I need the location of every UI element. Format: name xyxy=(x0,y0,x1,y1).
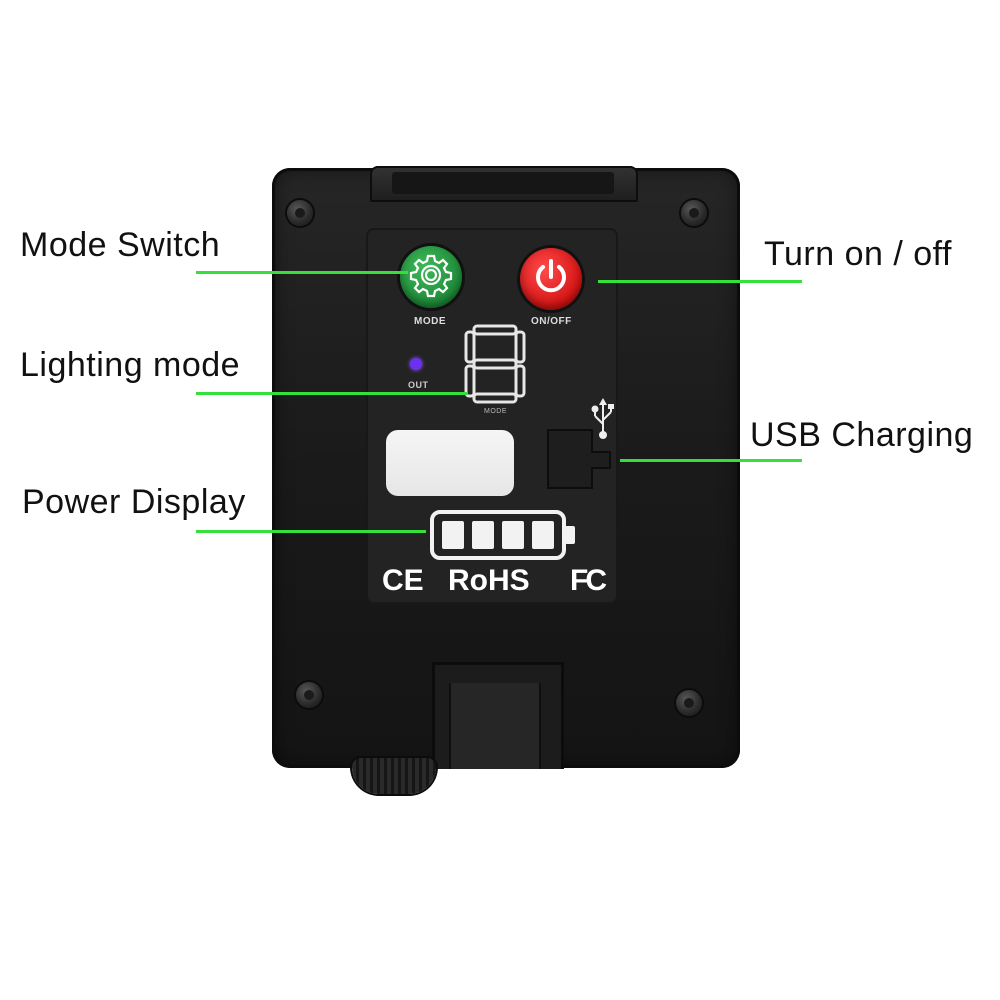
certification-marks: CE RoHS FC xyxy=(382,562,612,602)
out-indicator-led xyxy=(410,358,422,370)
battery-bar xyxy=(502,521,524,549)
digit-label: MODE xyxy=(484,408,507,415)
leader-line-power-display xyxy=(196,530,426,533)
power-button-label: ON/OFF xyxy=(531,316,572,327)
bottom-mount-slot xyxy=(432,662,564,769)
out-label: OUT xyxy=(408,380,429,390)
callout-lighting-mode: Lighting mode xyxy=(20,346,241,384)
leader-line-lighting-mode xyxy=(196,392,468,395)
cable-connector xyxy=(352,758,436,794)
leader-line-turn-on-off xyxy=(598,280,802,283)
mode-button-label: MODE xyxy=(414,316,446,327)
screw-bottom-right xyxy=(676,690,702,716)
leader-line-usb-charging xyxy=(620,459,802,462)
mode-button[interactable] xyxy=(400,246,462,308)
battery-icon xyxy=(430,510,578,565)
screw-bottom-left xyxy=(296,682,322,708)
battery-bar xyxy=(472,521,494,549)
fc-mark: FC xyxy=(570,564,607,597)
top-rail xyxy=(370,166,638,202)
gear-icon xyxy=(408,252,454,303)
callout-power-display: Power Display xyxy=(22,483,246,521)
lighting-mode-digit xyxy=(462,322,528,413)
leader-line-mode-switch xyxy=(196,271,408,274)
usb-charging-port[interactable] xyxy=(546,428,612,490)
lcd-window xyxy=(386,430,514,496)
power-button[interactable] xyxy=(520,248,582,310)
power-icon xyxy=(529,255,573,304)
screw-top-right xyxy=(681,200,707,226)
screw-top-left xyxy=(287,200,313,226)
callout-turn-on-off: Turn on / off xyxy=(764,235,952,273)
callout-mode-switch: Mode Switch xyxy=(20,226,221,264)
usb-icon xyxy=(590,398,616,445)
rohs-mark: RoHS xyxy=(448,564,530,597)
ce-mark: CE xyxy=(382,564,424,597)
battery-bar xyxy=(442,521,464,549)
callout-usb-charging: USB Charging xyxy=(750,416,974,454)
battery-bar xyxy=(532,521,554,549)
